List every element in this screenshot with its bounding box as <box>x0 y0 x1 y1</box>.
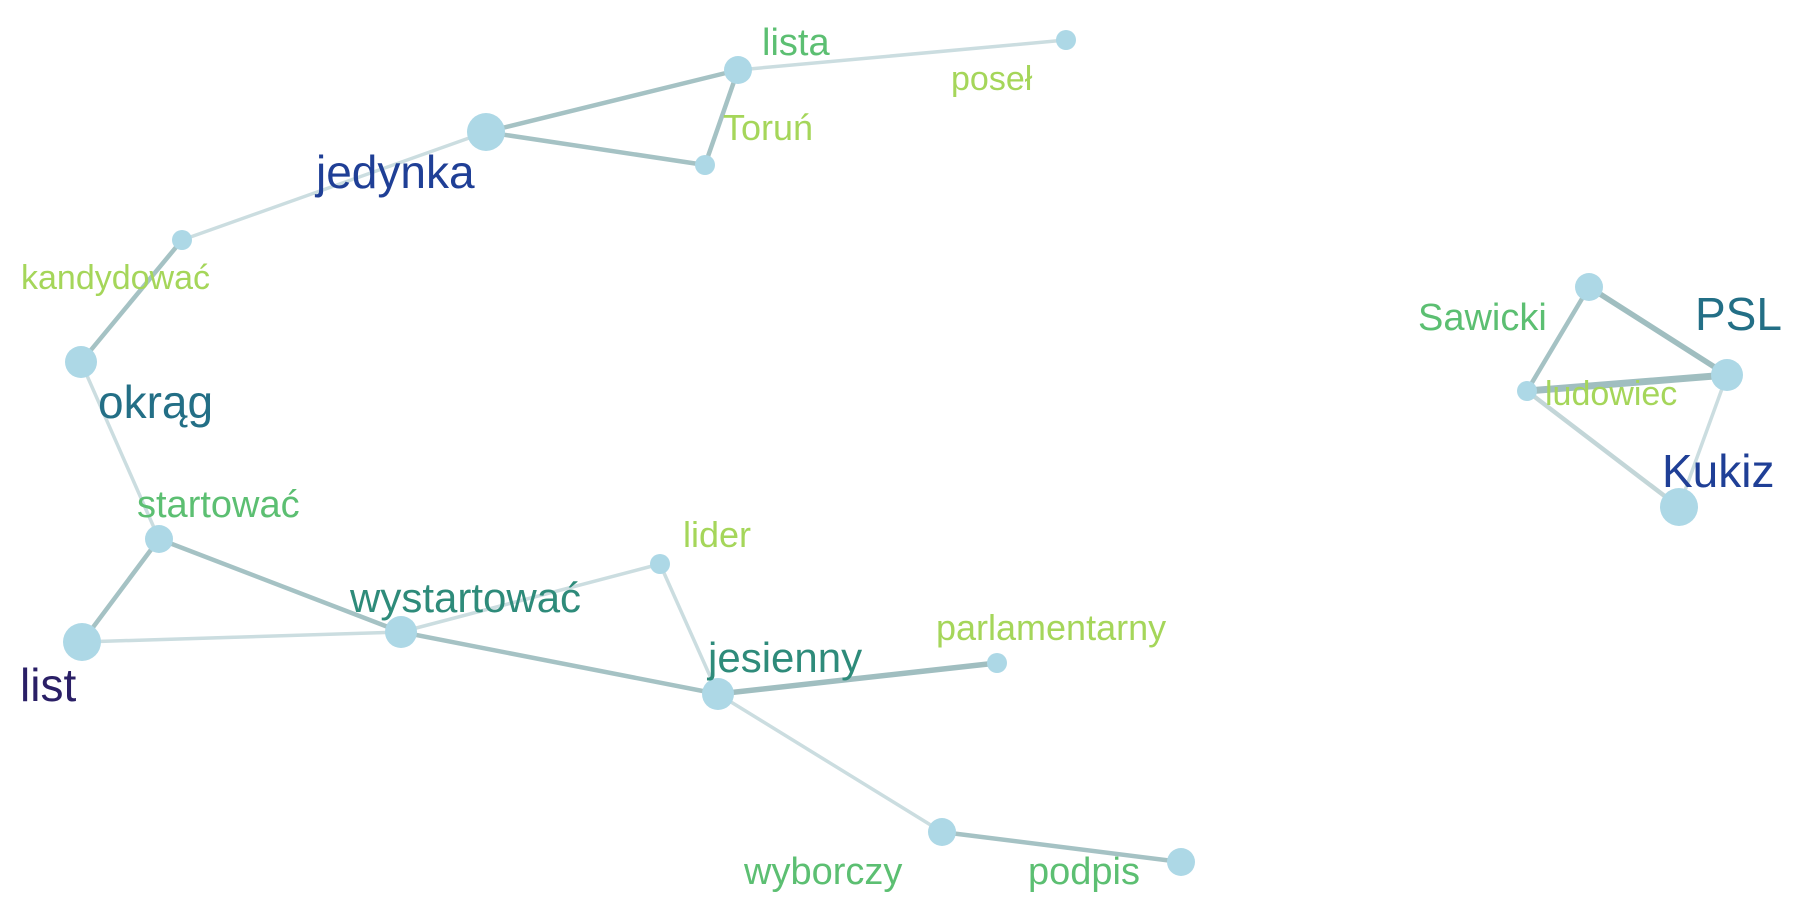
node-jesienny <box>702 678 734 710</box>
edge-jesienny-parlamentarny <box>715 660 1000 697</box>
node-label-wyborczy: wyborczy <box>743 851 902 893</box>
edge-layer <box>78 38 1731 865</box>
node-label-lider: lider <box>683 514 751 555</box>
edge-ludowiec-psl <box>1523 371 1731 395</box>
edge-wystartowac-lider <box>399 562 662 634</box>
edge-lider-jesienny <box>658 562 720 696</box>
node-startowac <box>145 525 173 553</box>
node-okrag <box>65 346 97 378</box>
edge-list-wystartowac <box>80 630 403 644</box>
node-label-podpis: podpis <box>1028 851 1140 893</box>
node-label-kandydowac: kandydować <box>21 259 210 297</box>
node-label-parlamentarny: parlamentarny <box>936 607 1166 648</box>
edge-startowac-list <box>79 536 162 645</box>
edge-sawicki-psl <box>1586 284 1730 378</box>
edge-jesienny-wyborczy <box>716 692 944 834</box>
edge-jedynka-lista <box>483 67 741 135</box>
edge-ludowiec-kukiz <box>1524 388 1682 510</box>
node-label-list: list <box>20 659 76 711</box>
node-posel <box>1056 30 1076 50</box>
node-psl <box>1711 359 1743 391</box>
node-list <box>63 623 101 661</box>
node-wystartowac <box>385 616 417 648</box>
node-kukiz <box>1660 488 1698 526</box>
node-podpis <box>1167 848 1195 876</box>
node-parlamentarny <box>987 653 1007 673</box>
edge-okrag-startowac <box>79 360 161 541</box>
node-label-wystartowac: wystartować <box>349 574 581 621</box>
edge-wyborczy-podpis <box>939 829 1184 865</box>
node-torun <box>695 155 715 175</box>
node-label-okrag: okrąg <box>98 376 213 428</box>
node-label-startowac: startować <box>137 484 300 526</box>
node-lider <box>650 554 670 574</box>
edge-jedynka-kandydowac <box>180 130 488 242</box>
node-wyborczy <box>928 818 956 846</box>
edge-kandydowac-okrag <box>78 237 185 365</box>
edge-startowac-wystartowac <box>156 536 404 635</box>
edge-jedynka-torun <box>483 129 708 168</box>
node-label-jesienny: jesienny <box>706 634 862 681</box>
edge-sawicki-ludowiec <box>1524 284 1592 394</box>
node-label-posel: poseł <box>951 60 1033 98</box>
edge-wystartowac-jesienny <box>398 629 721 697</box>
edge-lista-posel <box>736 38 1068 72</box>
node-layer <box>63 30 1743 876</box>
node-kandydowac <box>172 230 192 250</box>
node-label-psl: PSL <box>1695 288 1782 340</box>
node-lista <box>724 56 752 84</box>
node-label-jedynka: jedynka <box>314 146 475 198</box>
node-ludowiec <box>1517 381 1537 401</box>
node-jedynka <box>467 113 505 151</box>
edge-lista-torun <box>702 67 741 168</box>
node-sawicki <box>1575 273 1603 301</box>
node-label-torun: Toruń <box>723 107 813 148</box>
node-label-sawicki: Sawicki <box>1418 297 1547 339</box>
edge-psl-kukiz <box>1677 373 1729 509</box>
node-label-kukiz: Kukiz <box>1662 445 1774 497</box>
node-label-ludowiec: ludowiec <box>1545 375 1677 413</box>
node-label-lista: lista <box>762 22 830 64</box>
